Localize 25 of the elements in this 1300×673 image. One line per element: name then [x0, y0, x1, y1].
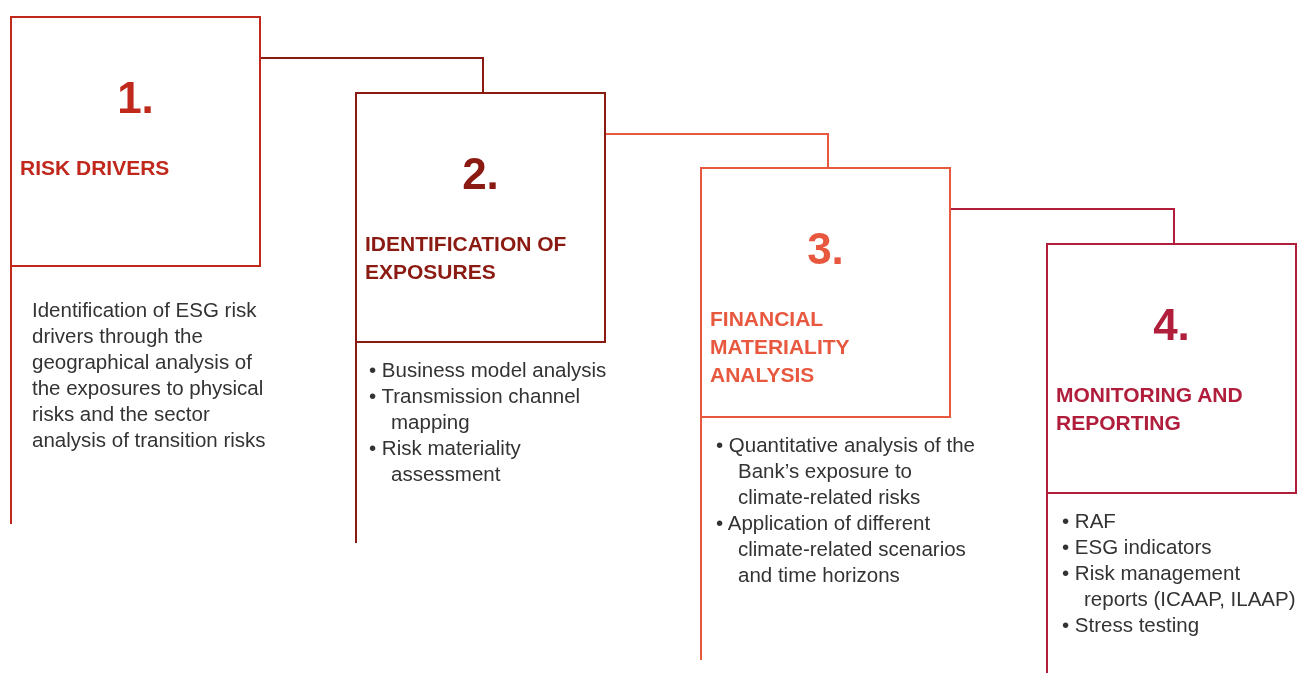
- step-number: 3.: [806, 227, 845, 271]
- connector-line: [260, 57, 484, 93]
- bullet-item: • Quantitative analysis of the Bank’s exposure to climate-related risks: [716, 432, 976, 510]
- bullet-item: • Transmission channel mapping: [369, 383, 582, 435]
- step-number: 1.: [116, 76, 155, 120]
- step-number: 4.: [1152, 303, 1191, 347]
- step-title: FINANCIAL MATERIALITY ANALYSIS: [710, 306, 851, 388]
- step-box: [700, 167, 951, 418]
- bullet-item: • Stress testing: [1062, 612, 1201, 638]
- step-title: MONITORING AND REPORTING: [1056, 382, 1244, 436]
- bullet-item: • RAF: [1062, 508, 1117, 534]
- description-text: Identification of ESG risk drivers through the geographical analysis of the exposures to physical risks and the sector analysis of transition risks: [32, 297, 267, 453]
- step-box: [1046, 243, 1297, 494]
- connector-line: [605, 133, 829, 168]
- step-number: 2.: [461, 152, 500, 196]
- bullet-item: • ESG indicators: [1062, 534, 1213, 560]
- bullet-item: • Risk management reports (ICAAP, ILAAP): [1062, 560, 1297, 612]
- step-box: [10, 16, 261, 267]
- bullet-item: • Business model analysis: [369, 357, 608, 383]
- step-title: IDENTIFICATION OF EXPOSURES: [365, 231, 568, 285]
- connector-line: [950, 208, 1175, 244]
- step-title: RISK DRIVERS: [20, 155, 171, 181]
- step-box: [355, 92, 606, 343]
- bullet-item: • Risk materiality assessment: [369, 435, 522, 487]
- bullet-item: • Application of different climate-related scenarios and time horizons: [716, 510, 967, 588]
